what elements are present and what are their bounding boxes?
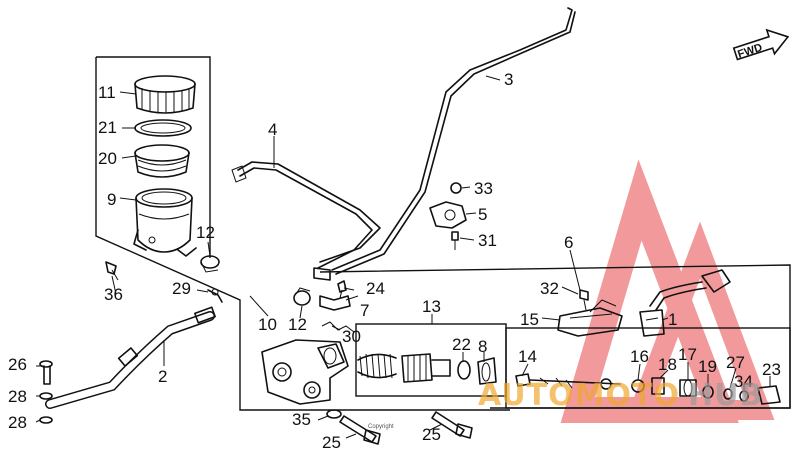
callout-labels: 1 2 3 4 5 6 7 8 9 10 11 12 12 13 14 15 1… [8, 70, 781, 452]
callout-21: 21 [98, 118, 117, 137]
bolt-25-right [431, 411, 473, 439]
callout-24: 24 [366, 279, 385, 298]
callout-9: 9 [107, 190, 116, 209]
callout-11: 11 [98, 83, 116, 102]
hose-clamp-upper [200, 255, 220, 273]
master-cylinder-body [261, 339, 349, 405]
callout-32: 32 [540, 279, 559, 298]
watermark-logo [560, 159, 775, 423]
reservoir-cap [134, 75, 196, 114]
leader-lines [35, 75, 771, 439]
clutch-hose-2 [45, 306, 216, 409]
callout-6: 6 [564, 233, 573, 252]
hose-clip [207, 288, 223, 303]
callout-33: 33 [474, 179, 493, 198]
callout-31: 31 [478, 231, 497, 250]
washer-35 [326, 409, 342, 419]
watermark-main-text: HUB [688, 378, 763, 413]
bolt-25-left [339, 415, 381, 445]
bracket-5 [429, 201, 467, 229]
washer-28-lower [39, 416, 53, 424]
callout-4: 4 [268, 120, 277, 139]
callout-13: 13 [422, 297, 441, 316]
callout-26: 26 [8, 355, 27, 374]
callout-8: 8 [478, 337, 487, 356]
banjo-bolt-26 [39, 360, 53, 385]
callout-23: 23 [762, 360, 781, 379]
callout-30: 30 [342, 327, 361, 346]
reservoir-diaphragm [134, 144, 190, 178]
slave-cylinder-assembly [557, 269, 731, 337]
callout-12-upper: 12 [196, 223, 215, 242]
callout-14: 14 [518, 347, 537, 366]
reservoir-hose [219, 262, 295, 299]
clutch-pipe-3 [331, 7, 576, 275]
slave-kit-box [505, 327, 791, 409]
clutch-pipe-4 [231, 161, 381, 269]
callout-2: 2 [158, 367, 167, 386]
fwd-arrow: FWD [732, 28, 790, 61]
nut-33 [450, 182, 462, 194]
callout-7: 7 [360, 301, 369, 320]
callout-29: 29 [172, 279, 191, 298]
fwd-label: FWD [736, 42, 764, 61]
callout-34: 34 [734, 372, 753, 391]
callout-27: 27 [726, 353, 745, 372]
callout-25-right: 25 [422, 425, 441, 444]
pipe-fittings [313, 267, 351, 311]
callout-20: 20 [98, 149, 117, 168]
callout-22: 22 [452, 335, 471, 354]
washer-30 [321, 321, 355, 333]
watermark-accent-text: AUTOMOTO [478, 378, 680, 413]
bleeder-24 [337, 280, 347, 299]
callout-16: 16 [630, 347, 649, 366]
callout-3: 3 [504, 70, 513, 89]
copyright-text: Copyright [368, 424, 394, 430]
callout-18: 18 [658, 355, 677, 374]
callout-19: 19 [698, 357, 717, 376]
piston-kit [357, 353, 497, 385]
callout-28-lower: 28 [8, 413, 27, 432]
washer-28-upper [39, 392, 53, 400]
reservoir-seal-ring [134, 119, 192, 137]
callout-10: 10 [258, 315, 277, 334]
callout-1: 1 [668, 310, 677, 329]
callout-12-lower: 12 [288, 315, 307, 334]
watermark-text: AUTOMOTO HUB [478, 378, 763, 413]
callout-35: 35 [292, 410, 311, 429]
callout-15: 15 [520, 310, 539, 329]
mounting-bolt-36 [105, 261, 119, 281]
callout-25-left: 25 [322, 433, 341, 452]
callout-17: 17 [678, 345, 697, 364]
reservoir-body [133, 188, 197, 257]
callout-5: 5 [478, 205, 487, 224]
callout-28-upper: 28 [8, 387, 27, 406]
pushrod-assembly [515, 373, 781, 405]
callout-36: 36 [104, 285, 123, 304]
hose-clamp-lower [293, 287, 311, 306]
bolt-31 [451, 231, 459, 250]
